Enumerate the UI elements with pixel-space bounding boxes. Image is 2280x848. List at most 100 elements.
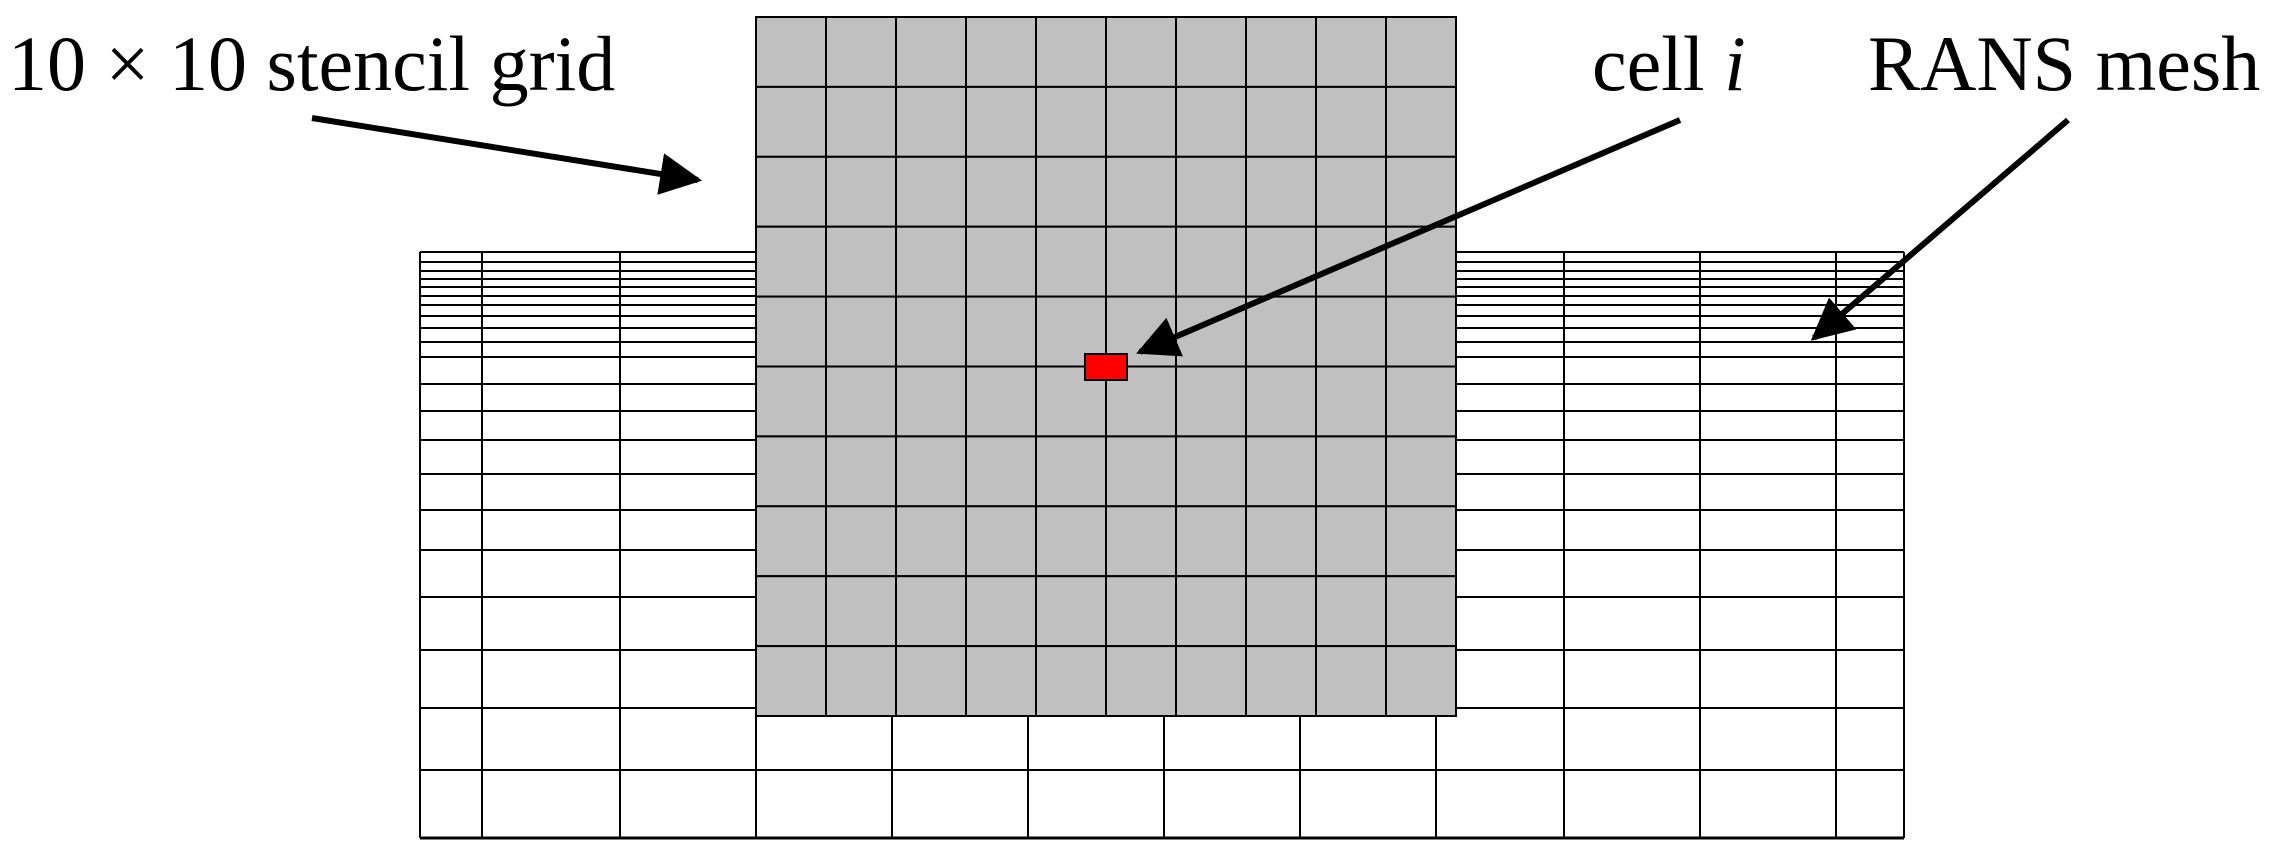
stencil-cell [1105, 435, 1177, 508]
stencil-cell [1315, 155, 1387, 228]
stencil-cell [965, 225, 1037, 298]
stencil-cell [965, 155, 1037, 228]
stencil-cell [965, 365, 1037, 438]
stencil-cell [965, 645, 1037, 717]
stencil-cell [1245, 85, 1317, 158]
stencil-cell [1315, 435, 1387, 508]
stencil-cell [755, 505, 827, 578]
stencil-cell [1175, 85, 1247, 158]
stencil-cell [1245, 575, 1317, 648]
stencil-cell [825, 575, 897, 648]
stencil-cell [965, 505, 1037, 578]
stencil-cell [1385, 295, 1457, 368]
stencil-cell [1385, 435, 1457, 508]
stencil-cell [965, 575, 1037, 648]
stencil-cell [1385, 155, 1457, 228]
stencil-cell [1245, 295, 1317, 368]
stencil-cell [1105, 645, 1177, 717]
stencil-cell [1035, 295, 1107, 368]
stencil-cell [755, 365, 827, 438]
stencil-cell [1385, 575, 1457, 648]
stencil-cell [1315, 365, 1387, 438]
stencil-cell [825, 365, 897, 438]
stencil-cell [1105, 575, 1177, 648]
stencil-cell [1385, 16, 1457, 88]
stencil-cell [895, 505, 967, 578]
stencil-cell [1105, 16, 1177, 88]
stencil-cell [1175, 575, 1247, 648]
stencil-cell [825, 645, 897, 717]
stencil-cell [1245, 155, 1317, 228]
stencil-cell [895, 295, 967, 368]
stencil-cell [895, 225, 967, 298]
rans-mesh-arrow [1810, 117, 2070, 341]
stencil-cell [1105, 85, 1177, 158]
rans-mesh-label: RANS mesh [1868, 20, 2260, 107]
cell-label-variable: i [1724, 20, 1746, 107]
stencil-cell [895, 645, 967, 717]
stencil-cell [1245, 365, 1317, 438]
cell-i-highlight [1084, 353, 1128, 381]
stencil-cell [1315, 85, 1387, 158]
stencil-cell [755, 85, 827, 158]
stencil-cell [1035, 225, 1107, 298]
stencil-cell [1385, 505, 1457, 578]
stencil-cell [825, 155, 897, 228]
stencil-cell [1175, 365, 1247, 438]
stencil-cell [755, 225, 827, 298]
stencil-cell [1035, 575, 1107, 648]
stencil-cell [895, 575, 967, 648]
stencil-cell [895, 365, 967, 438]
stencil-cell [1385, 365, 1457, 438]
stencil-cell [825, 295, 897, 368]
stencil-cell [1035, 85, 1107, 158]
stencil-cell [1035, 505, 1107, 578]
stencil-cell [1175, 225, 1247, 298]
stencil-cell [1245, 435, 1317, 508]
stencil-cell [825, 16, 897, 88]
stencil-cell [1245, 225, 1317, 298]
stencil-cell [1385, 85, 1457, 158]
stencil-cell [1385, 225, 1457, 298]
stencil-cell [1175, 16, 1247, 88]
stencil-cell [825, 435, 897, 508]
stencil-cell [1315, 575, 1387, 648]
stencil-cell [1315, 16, 1387, 88]
stencil-grid [755, 16, 1457, 717]
stencil-cell [1245, 16, 1317, 88]
stencil-cell [1315, 505, 1387, 578]
stencil-cell [1105, 225, 1177, 298]
stencil-cell [1385, 645, 1457, 717]
stencil-grid-label: 10 × 10 stencil grid [8, 20, 615, 107]
stencil-cell [1105, 155, 1177, 228]
stencil-cell [1035, 16, 1107, 88]
stencil-cell [1315, 645, 1387, 717]
stencil-cell [1175, 505, 1247, 578]
stencil-cell [965, 435, 1037, 508]
stencil-cell [965, 16, 1037, 88]
stencil-cell [1245, 645, 1317, 717]
stencil-cell [1245, 505, 1317, 578]
stencil-cell [1175, 155, 1247, 228]
stencil-cell [895, 155, 967, 228]
stencil-cell [755, 155, 827, 228]
stencil-cell [1175, 645, 1247, 717]
stencil-cell [825, 85, 897, 158]
stencil-cell [755, 435, 827, 508]
stencil-cell [1105, 505, 1177, 578]
stencil-cell [965, 295, 1037, 368]
stencil-cell [825, 505, 897, 578]
stencil-cell [965, 85, 1037, 158]
stencil-cell [895, 85, 967, 158]
stencil-cell [1035, 645, 1107, 717]
stencil-cell [1035, 435, 1107, 508]
stencil-cell [755, 295, 827, 368]
stencil-cell [1035, 155, 1107, 228]
cell-i-arrow [1136, 117, 1682, 357]
stencil-cell [1175, 435, 1247, 508]
stencil-cell [755, 16, 827, 88]
stencil-cell [755, 645, 827, 717]
stencil-cell [755, 575, 827, 648]
stencil-cell [895, 16, 967, 88]
